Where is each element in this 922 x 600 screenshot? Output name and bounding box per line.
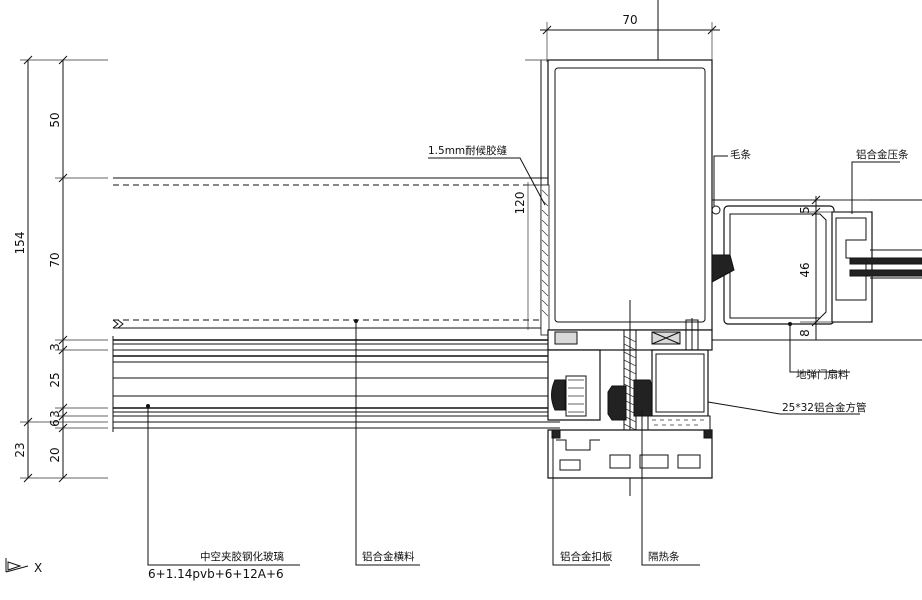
label-sash-profile: 地弹门扇料 (796, 368, 849, 381)
dim-3b: 3 (48, 410, 62, 418)
ucs-axis-icon: X (5, 558, 42, 575)
vertical-dimension-chain: 154 50 70 3 25 3 6 20 23 (13, 55, 108, 483)
dim-50: 50 (48, 112, 62, 127)
label-aluminum-bead: 铝合金压条 (856, 148, 909, 161)
mullion-profile: 120 (513, 59, 713, 496)
dim-20: 20 (48, 447, 62, 462)
dim-sash-8: 8 (798, 329, 812, 337)
label-thermal-break: 隔热条 (648, 550, 680, 563)
dim-70: 70 (48, 252, 62, 267)
label-glass-spec: 6+1.14pvb+6+12A+6 (148, 567, 284, 581)
label-transom: 铝合金横料 (362, 550, 415, 563)
dim-120: 120 (513, 192, 527, 215)
label-sealant: 1.5mm耐候胶缝 (428, 144, 508, 157)
label-cover-plate: 铝合金扣板 (560, 550, 613, 563)
dim-3a: 3 (48, 343, 62, 351)
label-brush-strip: 毛条 (730, 148, 751, 161)
dim-sash-46: 46 (798, 262, 812, 277)
dim-sash-5: 5 (798, 206, 812, 214)
label-glass-name: 中空夹胶钢化玻璃 (200, 550, 284, 563)
dim-top-70: 70 (622, 13, 637, 27)
dim-6: 6 (48, 419, 62, 427)
door-sash-profile: 5 46 8 (711, 195, 922, 341)
axis-x-label: X (34, 561, 42, 575)
dim-total-154: 154 (13, 232, 27, 255)
annotations: 1.5mm耐候胶缝 毛条 铝合金压条 地弹门扇料 25*32铝合金方管 中空夹胶… (147, 144, 909, 581)
label-square-tube: 25*32铝合金方管 (782, 401, 866, 414)
dim-25: 25 (48, 372, 62, 387)
top-dimension: 70 (540, 0, 720, 64)
dim-23: 23 (13, 442, 27, 457)
